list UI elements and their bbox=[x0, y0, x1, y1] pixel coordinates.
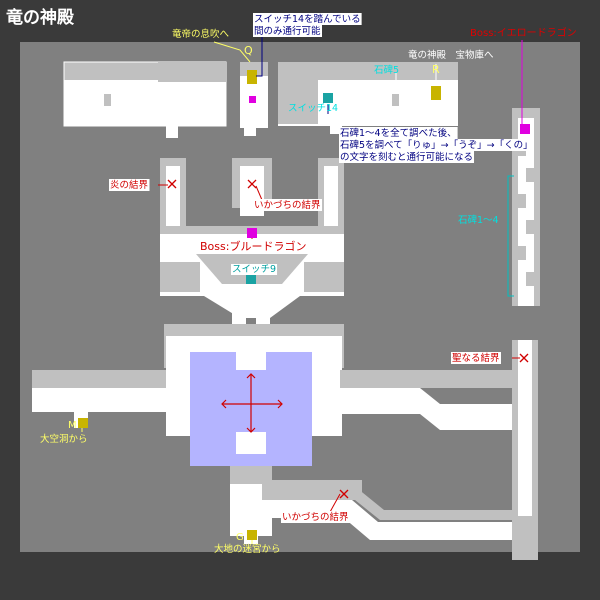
label-background bbox=[339, 151, 475, 163]
label-background bbox=[281, 511, 351, 523]
label-stone5: 石碑5 bbox=[374, 64, 399, 76]
label-background bbox=[253, 25, 323, 37]
page-title: 竜の神殿 bbox=[6, 8, 74, 28]
boss-blue-dragon-marker[interactable] bbox=[247, 228, 257, 238]
warp-r[interactable] bbox=[431, 86, 441, 100]
q-small-marker bbox=[249, 96, 256, 103]
label-background bbox=[253, 13, 362, 25]
room-bottom bbox=[230, 466, 512, 544]
room-top-left bbox=[63, 61, 227, 138]
label-switch14-note-2: 間のみ通行可能 bbox=[254, 25, 321, 37]
label-background bbox=[253, 199, 323, 211]
label-thunder-barrier-top: いかづちの結界 bbox=[254, 199, 321, 211]
warp-g[interactable] bbox=[247, 530, 257, 540]
label-stone-note-2: 石碑5を調べて「りゅ」→「うぞ」→「くの」 bbox=[340, 139, 533, 151]
label-to-treasury: 竜の神殿 宝物庫へ bbox=[408, 49, 494, 61]
label-background bbox=[339, 139, 534, 151]
barrier-crosses bbox=[167, 179, 529, 499]
label-from-earth-maze: 大地の迷宮から bbox=[214, 543, 281, 555]
label-marker-m: M bbox=[68, 420, 77, 431]
label-marker-g: G bbox=[236, 532, 244, 543]
switch14-marker[interactable] bbox=[323, 93, 333, 103]
label-thunder-barrier-bottom: いかづちの結界 bbox=[282, 511, 349, 523]
label-holy-barrier: 聖なる結界 bbox=[452, 352, 500, 364]
label-boss-blue: Boss:ブルードラゴン bbox=[200, 239, 306, 253]
switch9-marker[interactable] bbox=[246, 274, 256, 284]
label-background bbox=[109, 179, 150, 191]
label-boss-yellow: Boss:イエロードラゴン bbox=[470, 26, 577, 39]
room-central bbox=[32, 324, 538, 560]
label-background bbox=[231, 264, 278, 275]
label-marker-r: R bbox=[432, 63, 440, 76]
warp-m[interactable] bbox=[78, 418, 88, 428]
label-stone-note-1: 石碑1～4を全て調べた後、 bbox=[340, 127, 457, 139]
label-to-ryutei: 竜帝の息吹へ bbox=[172, 28, 230, 40]
leader-lines bbox=[81, 30, 523, 544]
label-switch9: スイッチ9 bbox=[232, 264, 276, 275]
label-background bbox=[199, 239, 308, 253]
map-area bbox=[20, 42, 580, 552]
warp-q[interactable] bbox=[247, 70, 257, 84]
room-stone-corridor bbox=[512, 108, 540, 306]
boss-yellow-dragon-marker[interactable] bbox=[520, 124, 530, 134]
label-flame-barrier: 炎の結界 bbox=[110, 179, 149, 191]
label-stones-1-4: 石碑1～4 bbox=[458, 214, 499, 226]
label-background bbox=[339, 127, 458, 139]
room-top-right bbox=[278, 62, 458, 134]
label-marker-q: Q bbox=[244, 44, 253, 57]
label-stone-note-3: の文字を刻むと通行可能になる bbox=[340, 151, 473, 163]
direction-arrows bbox=[221, 373, 283, 433]
label-from-great-cave: 大空洞から bbox=[40, 433, 88, 445]
label-switch14-note-1: スイッチ14を踏んでいる bbox=[254, 13, 361, 25]
label-background bbox=[451, 352, 502, 364]
label-switch14: スイッチ14 bbox=[288, 103, 338, 114]
